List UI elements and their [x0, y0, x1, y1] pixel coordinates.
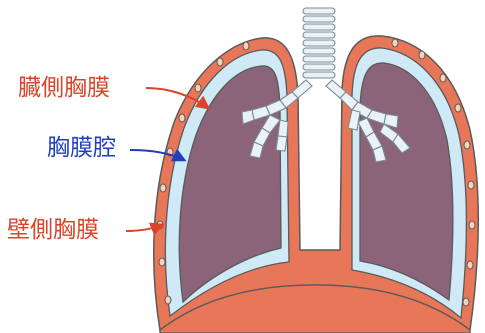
- trachea: [303, 8, 335, 78]
- visceral-pleura-label: 臓側胸膜: [18, 77, 110, 100]
- pleural-cavity-label: 胸膜腔: [47, 137, 116, 160]
- parietal-pleura-label: 壁側胸膜: [7, 219, 99, 242]
